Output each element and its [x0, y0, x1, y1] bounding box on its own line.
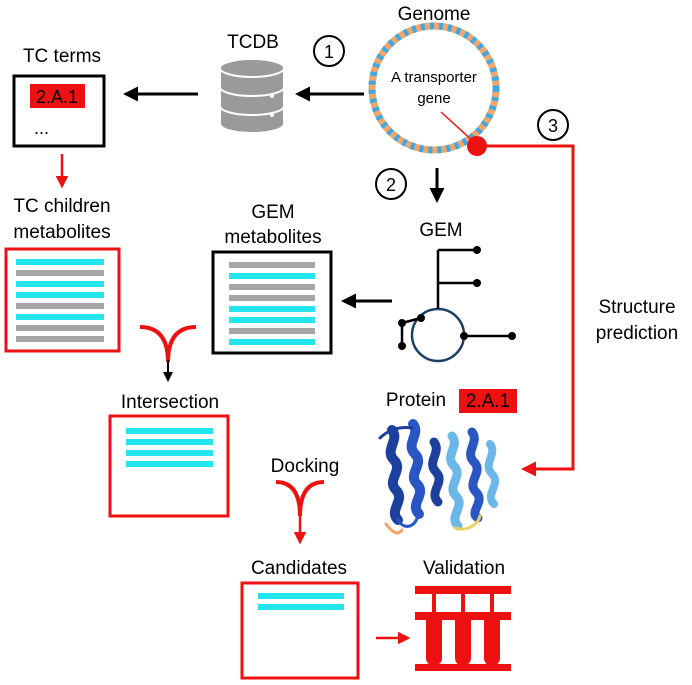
- genome-ring-dashes: [368, 22, 500, 154]
- docking-merge-curve: [275, 480, 325, 517]
- intersection-rows: [126, 428, 213, 467]
- transporter-gene-dot: [467, 136, 487, 156]
- protein-label: Protein: [386, 390, 446, 411]
- validation-label: Validation: [423, 558, 505, 579]
- database-indicator-dots: [270, 94, 274, 134]
- tc-children-box: [4, 247, 121, 353]
- structure-label-line2: prediction: [596, 323, 678, 344]
- protein-code-highlight: [459, 389, 517, 413]
- step-number-3: 3: [548, 116, 558, 136]
- gene-pointer-line: [440, 111, 475, 143]
- gene-label-line2: gene: [417, 90, 450, 107]
- gem-metabolites-label-line2: metabolites: [224, 227, 321, 248]
- docking-label: Docking: [271, 456, 340, 477]
- step-number-2: 2: [386, 175, 396, 195]
- tc-terms-ellipsis: ...: [34, 118, 49, 138]
- gem-metabolites-rows: [229, 262, 315, 345]
- candidates-rows: [258, 593, 344, 610]
- tc-terms-label: TC terms: [23, 46, 101, 67]
- protein-structure-icon: [378, 419, 500, 535]
- gem-metabolites-label-line1: GEM: [251, 202, 294, 223]
- gene-label-line1: A transporter: [391, 69, 477, 86]
- step-badge-2: 2: [375, 168, 407, 200]
- intersection-label: Intersection: [121, 392, 219, 413]
- intersection-merge-curve: [139, 325, 197, 363]
- test-tubes-icon: [415, 586, 511, 671]
- metabolic-network-icon: [398, 246, 516, 363]
- gem-label: GEM: [419, 220, 462, 241]
- candidates-label: Candidates: [251, 558, 347, 579]
- tc-code-highlight: [30, 84, 85, 108]
- tc-code: 2.A.1: [36, 87, 78, 107]
- database-icon: [219, 58, 285, 134]
- tc-children-label-line2: metabolites: [13, 222, 110, 243]
- tc-terms-box: [12, 74, 106, 148]
- step-badge-1: 1: [313, 35, 345, 67]
- tcdb-label: TCDB: [227, 32, 279, 53]
- structure-label-line1: Structure: [598, 297, 675, 318]
- arrow-gene-to-protein: [487, 144, 575, 477]
- tc-children-rows: [16, 259, 104, 342]
- genome-label: Genome: [398, 4, 471, 25]
- tc-children-label-line1: TC children: [13, 196, 110, 217]
- gem-metabolites-box: [211, 250, 333, 355]
- step-number-1: 1: [324, 42, 334, 62]
- step-badge-3: 3: [537, 109, 569, 141]
- protein-code: 2.A.1: [466, 391, 510, 412]
